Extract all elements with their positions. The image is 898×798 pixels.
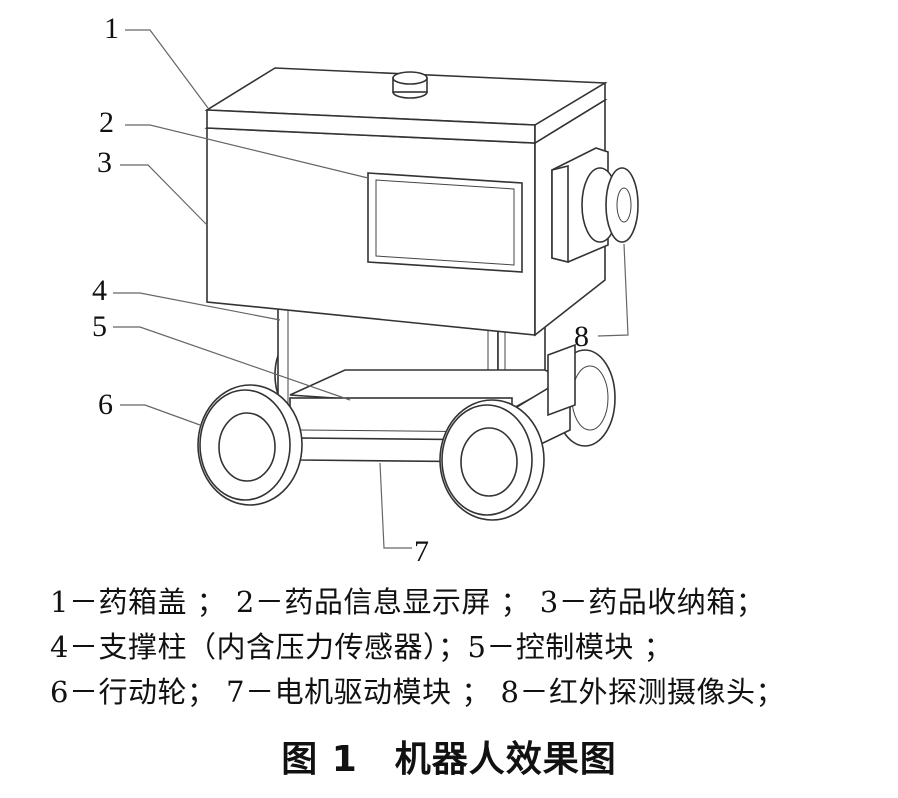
leader-lines <box>113 29 629 549</box>
front-wheel-left <box>197 384 303 506</box>
callout-1: 1 <box>104 12 119 45</box>
display-screen <box>367 172 523 273</box>
callout-6: 6 <box>98 388 113 421</box>
front-wheel-right <box>439 399 545 521</box>
callout-3: 3 <box>97 146 112 179</box>
legend-line-3: 6－行动轮； 7－电机驱动模块 ； 8－红外探测摄像头； <box>50 675 786 709</box>
legend-line-1: 1－药箱盖 ； 2－药品信息显示屏 ； 3－药品收纳箱； <box>50 585 766 619</box>
robot-diagram <box>113 29 639 549</box>
camera <box>551 147 639 264</box>
callout-4: 4 <box>92 274 107 307</box>
callout-5: 5 <box>92 310 107 343</box>
callout-7: 7 <box>414 535 429 568</box>
callout-8: 8 <box>574 320 589 353</box>
legend-line-2: 4－支撑柱（内含压力传感器）；5－控制模块 ； <box>50 630 674 664</box>
box-lid <box>204 67 608 145</box>
figure-caption: 图 1 机器人效果图 <box>281 739 617 780</box>
callout-2: 2 <box>99 106 114 139</box>
